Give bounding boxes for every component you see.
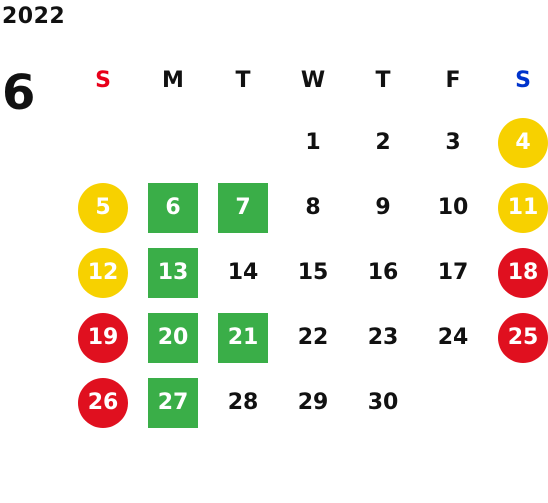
day-cell[interactable]: 8 (278, 175, 348, 240)
day-cell[interactable]: 30 (348, 370, 418, 435)
weekday-header: F (445, 67, 461, 93)
day-cell[interactable]: 3 (418, 110, 488, 175)
day-cell[interactable]: 23 (348, 305, 418, 370)
day-cell[interactable]: 28 (208, 370, 278, 435)
day-number: 3 (445, 130, 461, 155)
day-number: 24 (437, 325, 469, 350)
day-cell[interactable]: 9 (348, 175, 418, 240)
day-cell[interactable]: 13 (138, 240, 208, 305)
day-cell[interactable]: 21 (208, 305, 278, 370)
day-cell[interactable]: 16 (348, 240, 418, 305)
weekday-header: T (235, 67, 251, 93)
day-cell[interactable]: 22 (278, 305, 348, 370)
weekday-header: S (95, 67, 111, 93)
day-cell (208, 110, 278, 175)
day-cell[interactable]: 20 (138, 305, 208, 370)
day-number: 9 (375, 195, 391, 220)
day-number: 11 (498, 182, 548, 233)
day-number: 16 (367, 260, 399, 285)
day-cell (488, 370, 548, 435)
day-cell[interactable]: 6 (138, 175, 208, 240)
day-number: 28 (227, 390, 259, 415)
day-number: 2 (375, 130, 391, 155)
day-cell (68, 110, 138, 175)
day-number: 13 (148, 247, 198, 298)
weekday-header: W (300, 67, 326, 93)
weekday-header: T (375, 67, 391, 93)
day-cell[interactable]: 19 (68, 305, 138, 370)
day-cell[interactable]: 17 (418, 240, 488, 305)
day-number: 22 (297, 325, 329, 350)
day-number: 4 (498, 117, 548, 168)
day-cell[interactable]: 7 (208, 175, 278, 240)
day-cell[interactable]: 5 (68, 175, 138, 240)
day-number: 25 (498, 312, 548, 363)
day-number: 7 (218, 182, 268, 233)
day-cell (418, 370, 488, 435)
day-number: 17 (437, 260, 469, 285)
day-cell (138, 110, 208, 175)
day-cell[interactable]: 12 (68, 240, 138, 305)
day-number: 10 (437, 195, 469, 220)
day-cell[interactable]: 18 (488, 240, 548, 305)
day-cell[interactable]: 27 (138, 370, 208, 435)
day-number: 5 (78, 182, 128, 233)
day-number: 14 (227, 260, 259, 285)
day-number: 6 (148, 182, 198, 233)
day-number: 18 (498, 247, 548, 298)
day-cell[interactable]: 4 (488, 110, 548, 175)
day-number: 1 (305, 130, 321, 155)
day-number: 26 (78, 377, 128, 428)
day-cell[interactable]: 26 (68, 370, 138, 435)
day-cell[interactable]: 10 (418, 175, 488, 240)
day-number: 29 (297, 390, 329, 415)
day-cell[interactable]: 29 (278, 370, 348, 435)
day-number: 19 (78, 312, 128, 363)
day-cell[interactable]: 11 (488, 175, 548, 240)
weekday-header: M (162, 67, 184, 93)
day-number: 23 (367, 325, 399, 350)
day-number: 27 (148, 377, 198, 428)
month-label: 6 (2, 65, 36, 121)
day-cell[interactable]: 15 (278, 240, 348, 305)
day-number: 15 (297, 260, 329, 285)
day-cell[interactable]: 1 (278, 110, 348, 175)
day-number: 8 (305, 195, 321, 220)
day-cell[interactable]: 24 (418, 305, 488, 370)
day-cell[interactable]: 2 (348, 110, 418, 175)
day-cell[interactable]: 25 (488, 305, 548, 370)
day-number: 30 (367, 390, 399, 415)
weekday-header: S (515, 67, 531, 93)
day-number: 20 (148, 312, 198, 363)
day-number: 21 (218, 312, 268, 363)
day-cell[interactable]: 14 (208, 240, 278, 305)
year-label: 2022 (2, 4, 66, 29)
day-number: 12 (78, 247, 128, 298)
